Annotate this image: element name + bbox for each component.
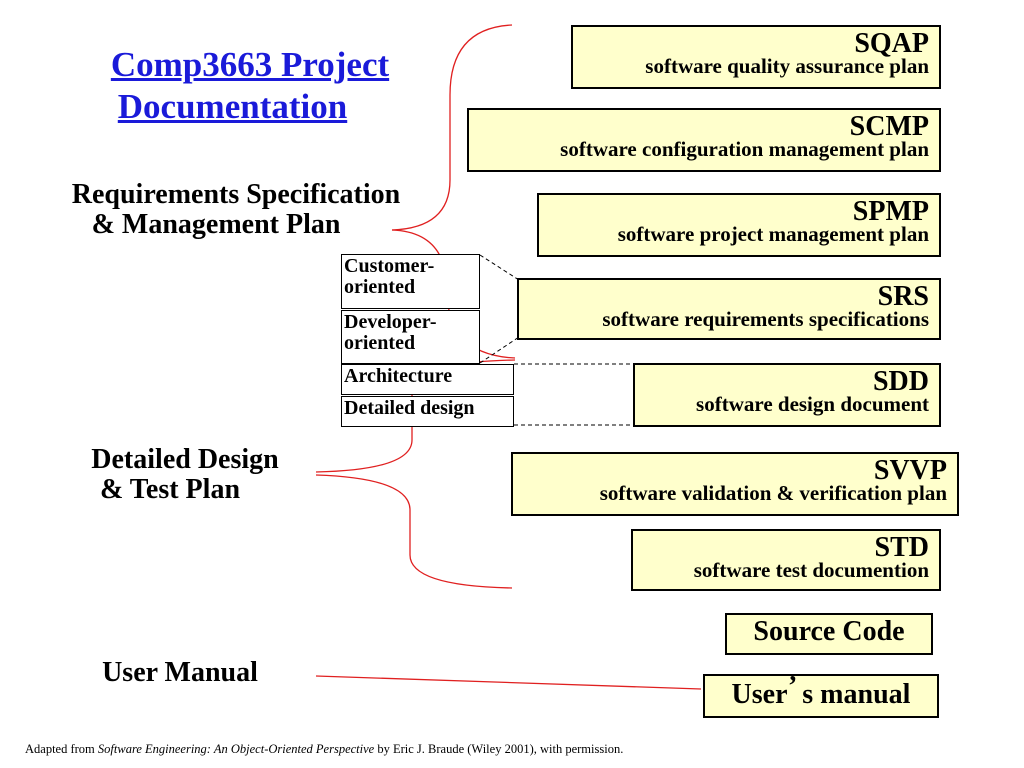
footer-book: Software Engineering: An Object-Oriented… bbox=[97, 742, 375, 756]
sdd-abbr: SDD bbox=[872, 366, 929, 397]
user-manual-heading: User Manual bbox=[102, 657, 258, 688]
title-link[interactable]: Comp3663 Project Documentation bbox=[60, 44, 440, 128]
spmp-box: SPMP software project management plan bbox=[537, 193, 941, 257]
spmp-abbr: SPMP bbox=[852, 196, 929, 227]
footer-prefix: Adapted from bbox=[25, 742, 98, 756]
svvp-abbr: SVVP bbox=[873, 455, 947, 486]
sqap-box: SQAP software quality assurance plan bbox=[571, 25, 941, 89]
std-box: STD software test documention bbox=[631, 529, 941, 591]
customer-line2: oriented bbox=[344, 276, 416, 298]
svvp-full: software validation & verification plan bbox=[599, 481, 947, 505]
design-heading-line2: & Test Plan bbox=[99, 474, 241, 505]
sqap-full: software quality assurance plan bbox=[645, 54, 929, 78]
bracket-design-down bbox=[315, 474, 513, 589]
sdd-full: software design document bbox=[696, 392, 929, 416]
std-full: software test documention bbox=[693, 558, 929, 582]
design-heading-line1: Detailed Design bbox=[91, 444, 279, 475]
developer-line2: oriented bbox=[344, 332, 416, 354]
users-manual-box: User’ s manual bbox=[703, 671, 939, 718]
std-abbr: STD bbox=[874, 532, 929, 563]
scmp-abbr: SCMP bbox=[849, 111, 929, 142]
scmp-full: software configuration management plan bbox=[560, 137, 929, 161]
svvp-box: SVVP software validation & verification … bbox=[511, 452, 959, 516]
title-line1: Comp3663 Project bbox=[110, 45, 390, 84]
design-heading: Detailed Design & Test Plan bbox=[60, 445, 310, 505]
srs-abbr: SRS bbox=[877, 281, 929, 312]
srs-full: software requirements specifications bbox=[602, 307, 929, 331]
users-manual-pre: User bbox=[731, 679, 789, 710]
scmp-box: SCMP software configuration management p… bbox=[467, 108, 941, 172]
source-code-box: Source Code bbox=[725, 613, 933, 655]
detailed-design-cell: Detailed design bbox=[341, 396, 514, 427]
dash-developer-srs bbox=[479, 336, 520, 364]
users-manual-apos: ’ bbox=[788, 671, 796, 702]
sdd-box: SDD software design document bbox=[633, 363, 941, 427]
user-manual-line bbox=[315, 675, 702, 690]
footer-suffix: by Eric J. Braude (Wiley 2001), with per… bbox=[374, 742, 624, 756]
requirements-heading: Requirements Specification & Management … bbox=[30, 180, 442, 240]
dash-customer-srs bbox=[479, 254, 520, 281]
sqap-abbr: SQAP bbox=[854, 28, 929, 59]
developer-line1: Developer- bbox=[344, 311, 437, 333]
srs-box: SRS software requirements specifications bbox=[517, 278, 941, 340]
customer-oriented-cell: Customer- oriented bbox=[341, 254, 480, 309]
customer-line1: Customer- bbox=[344, 255, 435, 277]
bracket-top bbox=[391, 24, 513, 231]
users-manual-post: s manual bbox=[795, 679, 911, 710]
requirements-heading-line2: & Management Plan bbox=[91, 209, 341, 240]
title-line2: Documentation bbox=[117, 87, 348, 126]
requirements-heading-line1: Requirements Specification bbox=[71, 179, 401, 210]
spmp-full: software project management plan bbox=[617, 222, 929, 246]
footer-attribution: Adapted from Software Engineering: An Ob… bbox=[25, 742, 623, 757]
developer-oriented-cell: Developer- oriented bbox=[341, 310, 480, 364]
architecture-cell: Architecture bbox=[341, 364, 514, 395]
